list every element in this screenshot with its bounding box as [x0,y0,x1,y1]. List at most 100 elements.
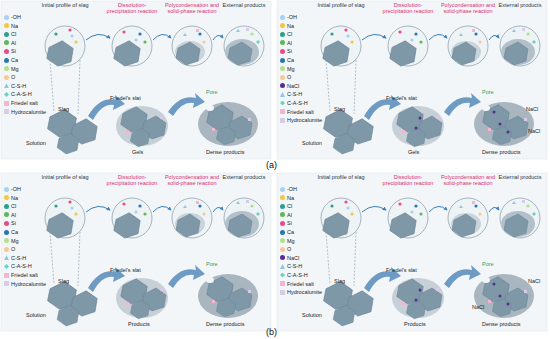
part-label: Pore [206,261,218,267]
legend-swatch [4,273,9,278]
stage-title: Polycondensation and solid-phase reactio… [162,2,222,15]
legend-text: Na [287,23,294,29]
stage-title: Initial profile of slag [40,2,90,8]
legend-text: -OH [11,14,21,20]
stage-title: External products [498,174,542,180]
part-label: Solution [302,140,322,146]
part-label: Gels [132,149,143,155]
part-label: Pore [206,89,218,95]
legend-swatch [280,290,285,295]
legend-text: C-S-H [287,91,302,97]
legend-text: C-A-S-H [287,272,308,278]
part-label: NaCl [528,128,540,134]
part-label: Dense products [206,321,245,327]
legend-text: Ca [11,229,18,235]
legend-text: Al [287,40,292,46]
legend-text: C-S-H [287,263,302,269]
part-label: NaCl [526,106,538,112]
stage-title: Initial profile of slag [316,2,366,8]
legend-swatch [280,15,285,20]
legend-swatch [4,230,9,235]
part-label: Solution [26,312,46,318]
legend-text: Cl [11,203,16,209]
legend-swatch [280,109,285,114]
part-label: Dense products [206,149,245,155]
legend-text: Na [11,23,18,29]
part-label: Slag [58,106,69,112]
part-label: Slag [334,106,345,112]
legend-text: Si [11,220,16,226]
legend-text: O [11,74,15,80]
legend-swatch [4,58,9,63]
legend-text: Mg [11,238,19,244]
legend-swatch [4,281,9,286]
legend-text: O [287,74,291,80]
stage-title: Polycondensation and solid-phase reactio… [162,174,222,187]
legend-swatch [4,101,9,106]
legend-text: Mg [287,238,295,244]
legend-swatch [280,118,285,123]
legend-swatch [280,49,285,54]
legend-text: O [11,246,15,252]
stage-title: Dissolution-precipitation reaction [103,174,161,187]
stage-title: External products [222,174,266,180]
legend-text: Al [287,212,292,218]
legend-swatch [4,32,9,37]
part-label: Products [404,321,426,327]
panel-label: (b) [266,327,277,337]
legend-swatch [4,187,9,192]
legend-text: Cl [287,31,292,37]
legend-text: -OH [287,186,297,192]
part-label: Friedel's slat [110,95,141,101]
legend-text: Si [287,220,292,226]
legend-text: NaCl [287,83,299,89]
stage-title: Dissolution-precipitation reaction [103,2,161,15]
legend-text: Hydrocalumite [11,109,46,115]
legend-text: Hydrocalumite [287,117,322,123]
stage-title: Polycondensation and solid-phase reactio… [438,174,498,187]
stage-title: Initial profile of slag [316,174,366,180]
part-label: Friedel's slat [386,267,417,273]
part-label: Dense products [482,321,521,327]
legend-swatch [4,247,9,252]
part-label: NaCl [528,278,540,284]
legend-text: C-S-H [11,83,26,89]
legend-text: Friedel salt [287,281,314,287]
legend-text: Friedel salt [11,100,38,106]
legend-text: Cl [11,31,16,37]
legend-swatch [280,187,285,192]
part-label: Products [128,321,150,327]
legend-text: Al [11,212,16,218]
legend-swatch [280,32,285,37]
part-label: Solution [26,140,46,146]
legend-text: Mg [11,66,19,72]
part-label: Friedel's slat [110,267,141,273]
part-label: NaCl [472,304,484,310]
stage-title: Polycondensation and solid-phase reactio… [438,2,498,15]
part-label: Dense products [482,149,521,155]
legend-swatch [4,15,9,20]
stage-title: External products [222,2,266,8]
panel-label: (a) [266,160,277,170]
legend-text: Si [287,48,292,54]
legend-swatch [280,230,285,235]
legend-text: NaCl [287,255,299,261]
legend-text: Friedel salt [11,272,38,278]
legend-text: C-A-S-H [287,100,308,106]
legend-text: Mg [287,66,295,72]
legend-swatch [4,75,9,80]
legend-swatch [280,75,285,80]
part-label: Pore [482,261,494,267]
part-label: Friedel's slat [386,95,417,101]
stage-title: Initial profile of slag [40,174,90,180]
legend-text: Hydrocalumite [287,289,322,295]
part-label: Gels [408,149,419,155]
stage-title: External products [498,2,542,8]
legend-text: C-A-S-H [11,263,32,269]
legend-text: Ca [11,57,18,63]
legend-text: Ca [287,229,294,235]
legend-text: Hydrocalumite [11,281,46,287]
legend-swatch [280,58,285,63]
legend-swatch [4,49,9,54]
legend-text: C-A-S-H [11,91,32,97]
